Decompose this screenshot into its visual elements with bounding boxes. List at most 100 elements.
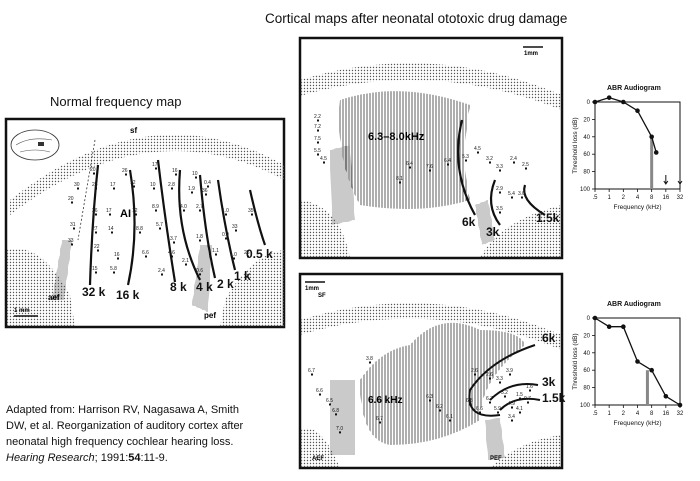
citation-journal: Hearing Research [6, 452, 95, 464]
recording-site-value: 3.2 [486, 156, 493, 162]
recording-site-marker [499, 381, 501, 384]
recording-site-marker [509, 373, 511, 376]
recording-site-marker [97, 249, 99, 252]
y-tick-label: 40 [583, 351, 590, 357]
x-tick-label: .5 [592, 195, 598, 201]
bottom-recording-sites: 3.86.76.66.56.87.06.76.36.26.16.86.66.72… [308, 356, 533, 434]
recording-site-marker [519, 411, 521, 414]
recording-site-value: 6.4 [444, 158, 451, 164]
recording-site-marker [474, 373, 476, 376]
threshold-line [594, 96, 657, 153]
recording-site-marker [77, 187, 79, 190]
recording-site-value: 7.6 [426, 164, 433, 170]
recording-site-value: 5.7 [156, 222, 163, 228]
recording-site-marker [429, 169, 431, 172]
recording-site-value: 31 [70, 222, 76, 228]
y-axis-label: Threshold loss (dB) [572, 117, 579, 173]
recording-site-value: 33 [232, 224, 238, 230]
isofrequency-label: 8 k [170, 280, 187, 294]
recording-site-value: 20 [90, 167, 96, 173]
recording-site-marker [317, 119, 319, 122]
recording-site-value: 5.4 [508, 191, 515, 197]
recording-site-value: 35 [248, 208, 254, 214]
y-tick-label: 20 [583, 333, 590, 339]
recording-site-marker [73, 227, 75, 230]
recording-site-marker [161, 273, 163, 276]
recording-site-marker [185, 263, 187, 266]
threshold-point [621, 324, 626, 330]
lower-left-region [300, 200, 350, 258]
citation-line: Adapted from: Harrison RV, Nagasawa A, S… [6, 404, 239, 416]
y-tick-label: 0 [587, 316, 591, 322]
y-tick-label: 0 [587, 100, 591, 106]
recording-site-value: 12 [130, 180, 136, 186]
recording-site-value: 0.9 [222, 232, 229, 238]
recording-site-marker [191, 191, 193, 194]
x-tick-label: 4 [636, 411, 640, 417]
sf-label: sf [130, 126, 137, 135]
lower-right-region [490, 435, 562, 468]
recording-site-marker [504, 395, 506, 398]
recording-site-marker [195, 176, 197, 179]
recording-site-value: 2.4 [510, 156, 517, 162]
recording-site-marker [183, 209, 185, 212]
region-label: 6.6 kHz [368, 395, 402, 406]
threshold-point [635, 359, 640, 364]
recording-site-marker [513, 161, 515, 164]
recording-site-value: 17 [152, 162, 158, 168]
recording-site-value: 1.0 [230, 252, 237, 258]
recording-site-marker [117, 257, 119, 260]
y-tick-label: 80 [583, 170, 590, 176]
recording-site-marker [449, 419, 451, 422]
x-tick-label: 16 [662, 195, 669, 201]
recording-site-marker [399, 181, 401, 184]
recording-site-value: 17 [110, 182, 116, 188]
cutoff-marker [650, 136, 654, 189]
threshold-point [663, 394, 669, 399]
audiogram-title: ABR Audiogram [607, 85, 661, 92]
recording-site-value: 16 [172, 168, 178, 174]
isofrequency-label: 4 k [196, 280, 213, 294]
pef-label: PEF [490, 456, 502, 462]
citation-line: neonatal high frequency cochlear hearing… [6, 436, 234, 448]
recording-site-value: 2.5 [522, 162, 529, 168]
recording-site-marker [145, 255, 147, 258]
threshold-point [592, 315, 598, 321]
recording-site-marker [113, 271, 115, 274]
lower-right-region [220, 250, 284, 327]
recording-site-value: 4.5 [320, 156, 327, 162]
recording-site-value: 6.3 [426, 394, 433, 400]
recording-site-marker [159, 227, 161, 230]
recording-site-value: 2.2 [314, 114, 321, 120]
recording-site-value: 6.7 [308, 368, 315, 374]
y-tick-label: 100 [580, 187, 591, 193]
recording-site-marker [215, 253, 217, 256]
recording-site-marker [113, 187, 115, 190]
recording-site-value: 14 [108, 226, 114, 232]
isofrequency-contours [457, 119, 546, 226]
threshold-point [649, 134, 654, 140]
recording-site-value: 2.6 [486, 372, 493, 378]
recording-site-marker [499, 169, 501, 172]
y-tick-label: 60 [583, 368, 590, 374]
threshold-point [621, 99, 626, 105]
x-axis-label: Frequency (kHz) [613, 420, 661, 427]
recording-site-marker [311, 373, 313, 376]
x-tick-label: 32 [677, 411, 684, 417]
recording-site-value: 6.6 [476, 406, 483, 412]
recording-site-value: 2.7 [196, 204, 203, 210]
recording-site-value: 3.9 [506, 368, 513, 374]
recording-site-value: 6.6 [142, 250, 149, 256]
recording-site-value: 4.9 [508, 401, 515, 407]
isofrequency-label: 32 k [82, 285, 106, 299]
recording-site-value: 4.0 [180, 204, 187, 210]
recording-site-marker [525, 167, 527, 170]
recording-site-value: 3.3 [496, 164, 503, 170]
pef-strip [475, 200, 495, 245]
y-tick-label: 100 [580, 403, 591, 409]
isofrequency-label: 3k [542, 375, 556, 389]
recording-site-value: 6.2 [436, 404, 443, 410]
